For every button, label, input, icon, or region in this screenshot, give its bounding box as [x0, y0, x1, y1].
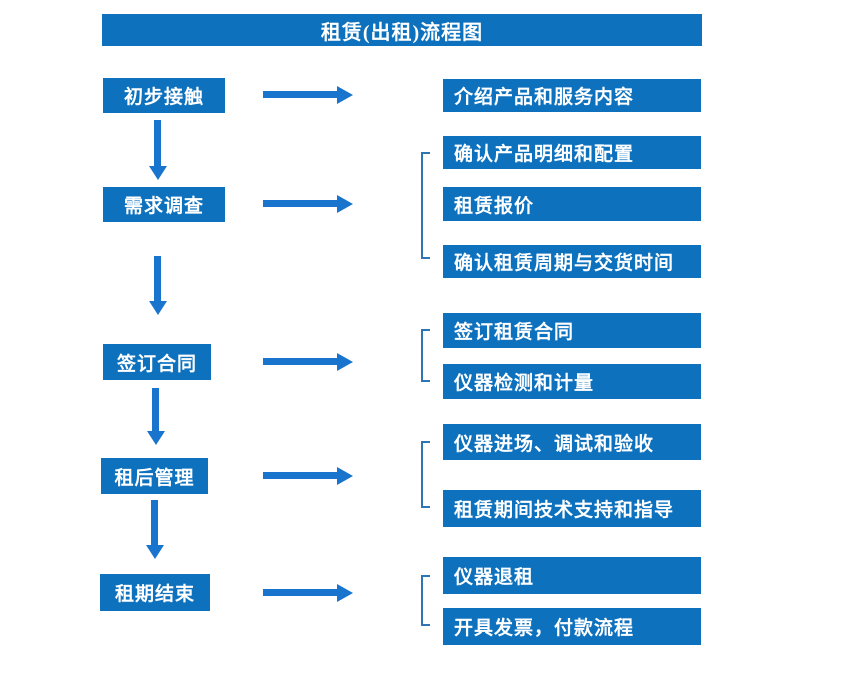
detail-box-confirm-product-details: 确认产品明细和配置 [443, 136, 701, 169]
step-box-sign-contract: 签订合同 [103, 344, 211, 380]
group-bracket [421, 575, 430, 626]
right-arrow-icon [263, 91, 337, 98]
group-bracket [421, 152, 430, 259]
group-bracket [421, 329, 430, 382]
detail-box-technical-support: 租赁期间技术支持和指导 [443, 490, 701, 527]
right-arrow-icon [263, 472, 337, 479]
detail-box-instrument-setup: 仪器进场、调试和验收 [443, 424, 701, 460]
down-arrow-icon [154, 256, 161, 301]
down-arrow-icon [154, 120, 161, 166]
flowchart-title: 租赁(出租)流程图 [102, 14, 702, 46]
step-box-rental-end: 租期结束 [100, 574, 210, 611]
step-box-post-rental-management: 租后管理 [101, 458, 208, 494]
group-bracket [421, 441, 430, 508]
right-arrow-icon [263, 589, 337, 596]
detail-box-rental-quote: 租赁报价 [443, 187, 701, 221]
detail-box-invoice-payment: 开具发票，付款流程 [443, 608, 701, 645]
detail-box-instrument-testing: 仪器检测和计量 [443, 364, 701, 399]
detail-box-instrument-return: 仪器退租 [443, 557, 701, 594]
step-box-initial-contact: 初步接触 [103, 78, 225, 113]
down-arrow-icon [152, 388, 159, 431]
right-arrow-icon [263, 200, 337, 207]
down-arrow-icon [151, 500, 158, 545]
right-arrow-icon [263, 358, 337, 365]
detail-box-confirm-rental-period: 确认租赁周期与交货时间 [443, 245, 701, 278]
detail-box-sign-rental-contract: 签订租赁合同 [443, 313, 701, 348]
step-box-demand-survey: 需求调查 [103, 187, 225, 222]
detail-box-introduce-products: 介绍产品和服务内容 [443, 79, 701, 112]
